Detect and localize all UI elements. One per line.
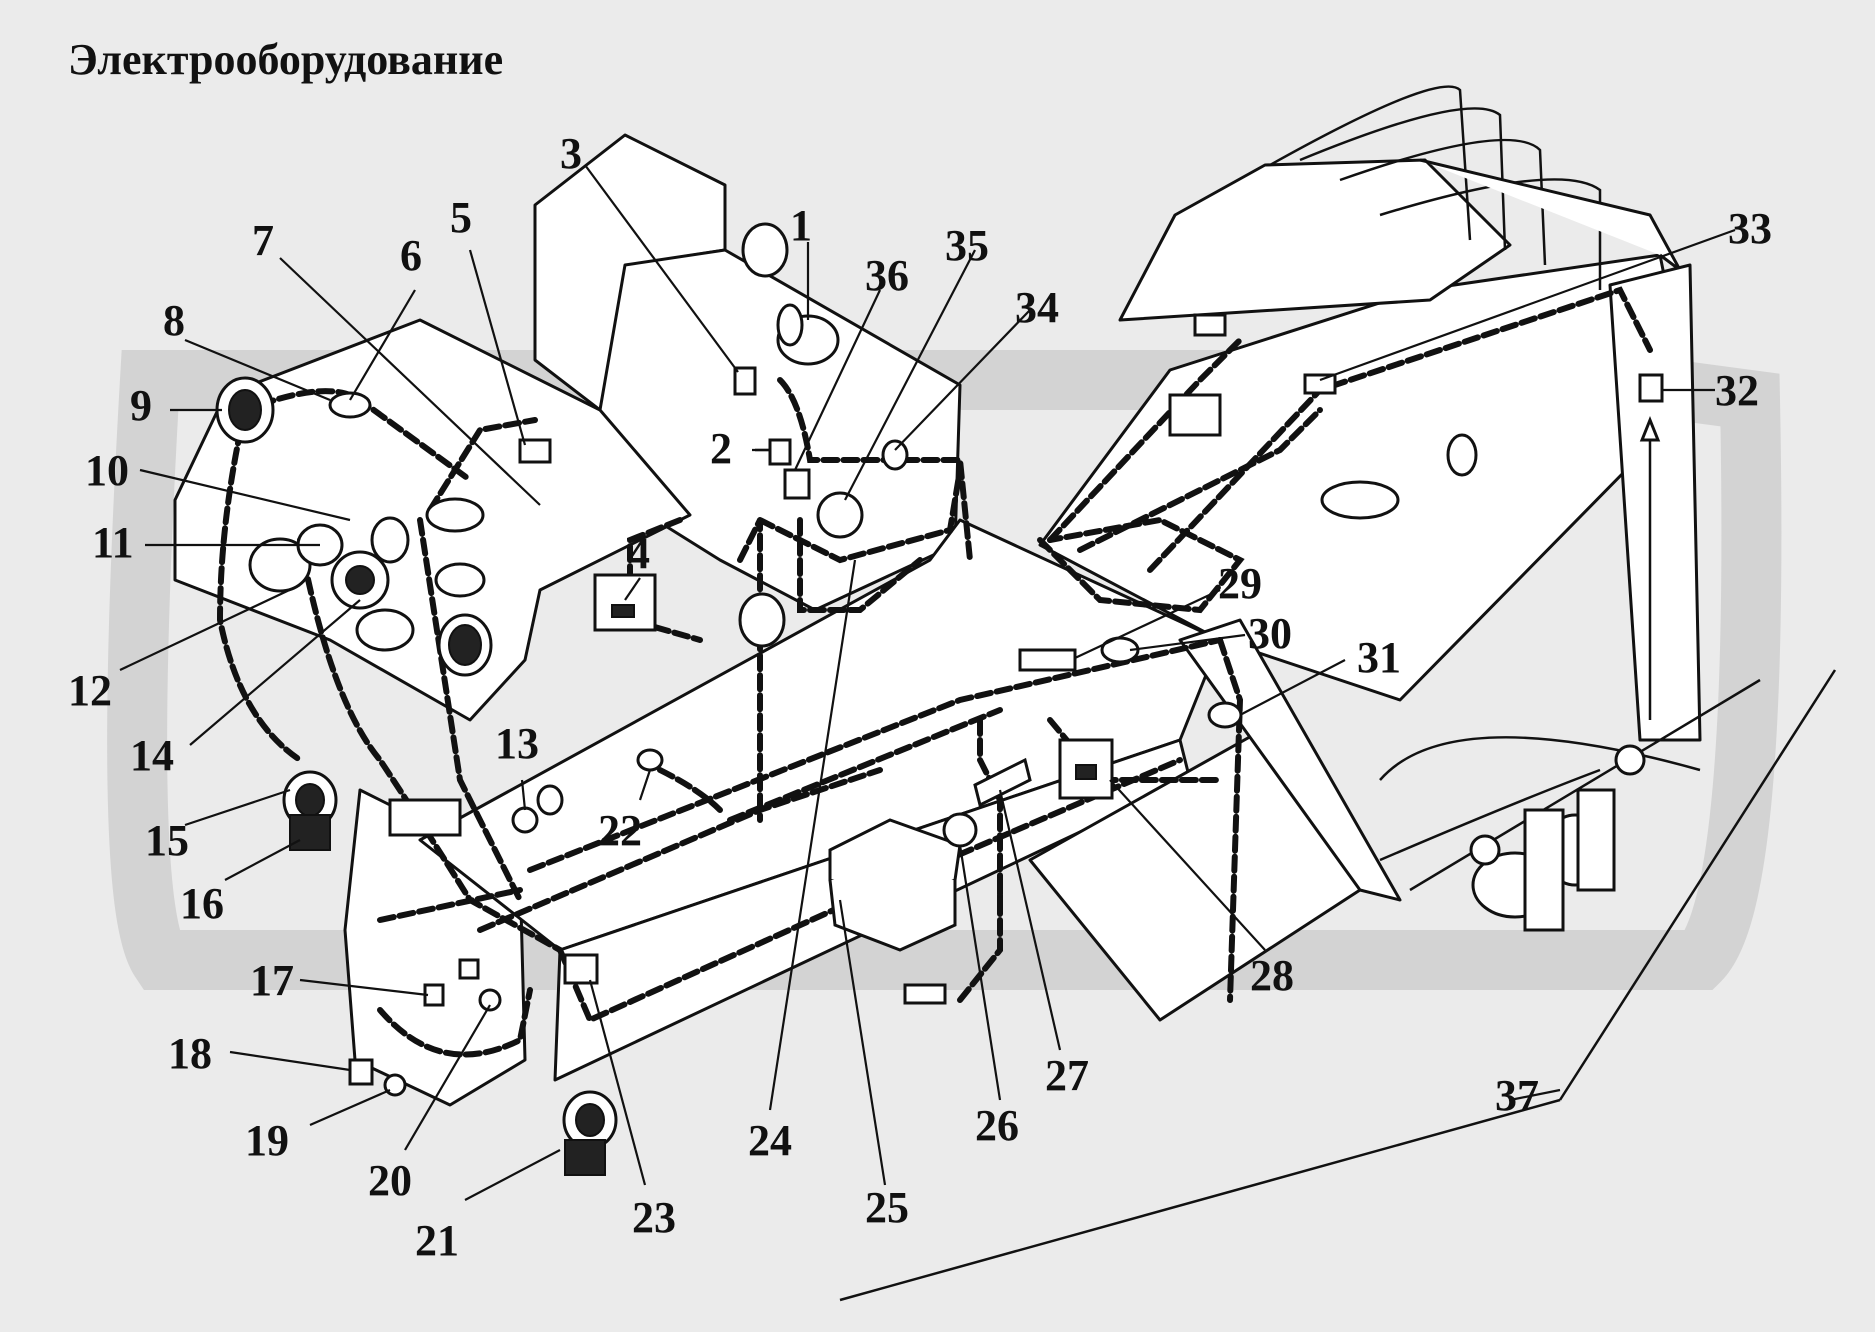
callout-5: 5 (450, 193, 472, 242)
sensor-3 (733, 366, 757, 396)
switch-13b (536, 784, 564, 816)
connector-29 (1018, 648, 1077, 672)
callout-7: 7 (252, 216, 274, 265)
callout-15: 15 (145, 816, 189, 865)
page-title: Электрооборудование (68, 35, 504, 84)
relay-block (1168, 393, 1222, 437)
callout-23: 23 (632, 1193, 676, 1242)
callout-27: 27 (1045, 1051, 1089, 1100)
inset-detail-37 (1469, 415, 1661, 932)
wiring-harness (216, 286, 1653, 1058)
callout-14: 14 (130, 731, 174, 780)
rear-lamp-15 (282, 770, 338, 851)
gauge-24 (738, 592, 786, 648)
callout-17: 17 (250, 956, 294, 1005)
relay-23 (563, 953, 599, 985)
callout-29: 29 (1218, 559, 1262, 608)
callout-33: 33 (1728, 204, 1772, 253)
connector-33 (1303, 373, 1337, 395)
callout-9: 9 (130, 381, 152, 430)
callout-26: 26 (975, 1101, 1019, 1150)
connector-26 (942, 812, 978, 848)
callout-3: 3 (560, 129, 582, 178)
sensor-22 (636, 748, 664, 772)
switch-13 (511, 806, 539, 834)
rear-lamp-21 (562, 1090, 618, 1176)
sensor-36 (783, 468, 811, 500)
sensor-top (1193, 313, 1227, 337)
sensor-32 (1638, 373, 1664, 403)
leader-lines (119, 164, 1736, 1201)
callout-6: 6 (400, 231, 422, 280)
callout-34: 34 (1015, 283, 1059, 332)
callout-28: 28 (1250, 951, 1294, 1000)
meter-4 (593, 573, 657, 632)
sensor-20 (478, 988, 502, 1012)
callout-10: 10 (85, 446, 129, 495)
terminal-block (388, 798, 462, 837)
callout-32: 32 (1715, 366, 1759, 415)
connector-31 (1207, 701, 1243, 729)
callout-19: 19 (245, 1116, 289, 1165)
callout-labels: 1 2 3 4 5 6 7 8 9 10 11 12 13 14 15 16 1… (68, 129, 1772, 1265)
sensor-right (1446, 433, 1478, 477)
callout-24: 24 (748, 1116, 792, 1165)
callout-11: 11 (92, 518, 134, 567)
lamp-8 (328, 391, 372, 419)
callout-1: 1 (790, 201, 812, 250)
relay-component (776, 303, 840, 366)
callout-16: 16 (180, 879, 224, 928)
connector-18 (348, 1058, 374, 1086)
callout-20: 20 (368, 1156, 412, 1205)
callout-25: 25 (865, 1183, 909, 1232)
starter (1320, 480, 1400, 520)
callout-36: 36 (865, 251, 909, 300)
callout-8: 8 (163, 296, 185, 345)
callout-35: 35 (945, 221, 989, 270)
callout-13: 13 (495, 719, 539, 768)
battery-25 (828, 818, 962, 952)
callout-31: 31 (1357, 633, 1401, 682)
callout-18: 18 (168, 1029, 212, 1078)
plug-26 (903, 983, 947, 1005)
callout-22: 22 (598, 806, 642, 855)
callout-2: 2 (710, 424, 732, 473)
gauge-35 (816, 491, 864, 539)
components (215, 222, 1664, 1176)
callout-37: 37 (1495, 1071, 1539, 1120)
callout-4: 4 (628, 529, 650, 578)
watermark-logo (107, 350, 1782, 990)
callout-21: 21 (415, 1216, 459, 1265)
switch-5 (518, 438, 552, 464)
sensor-34 (881, 439, 909, 471)
gauge-component (741, 222, 789, 278)
callout-30: 30 (1248, 609, 1292, 658)
fuse-27 (973, 757, 1032, 808)
switch-box-28 (1058, 738, 1114, 800)
switch-17b (458, 958, 480, 980)
headlamp-9 (215, 376, 275, 444)
callout-12: 12 (68, 666, 112, 715)
